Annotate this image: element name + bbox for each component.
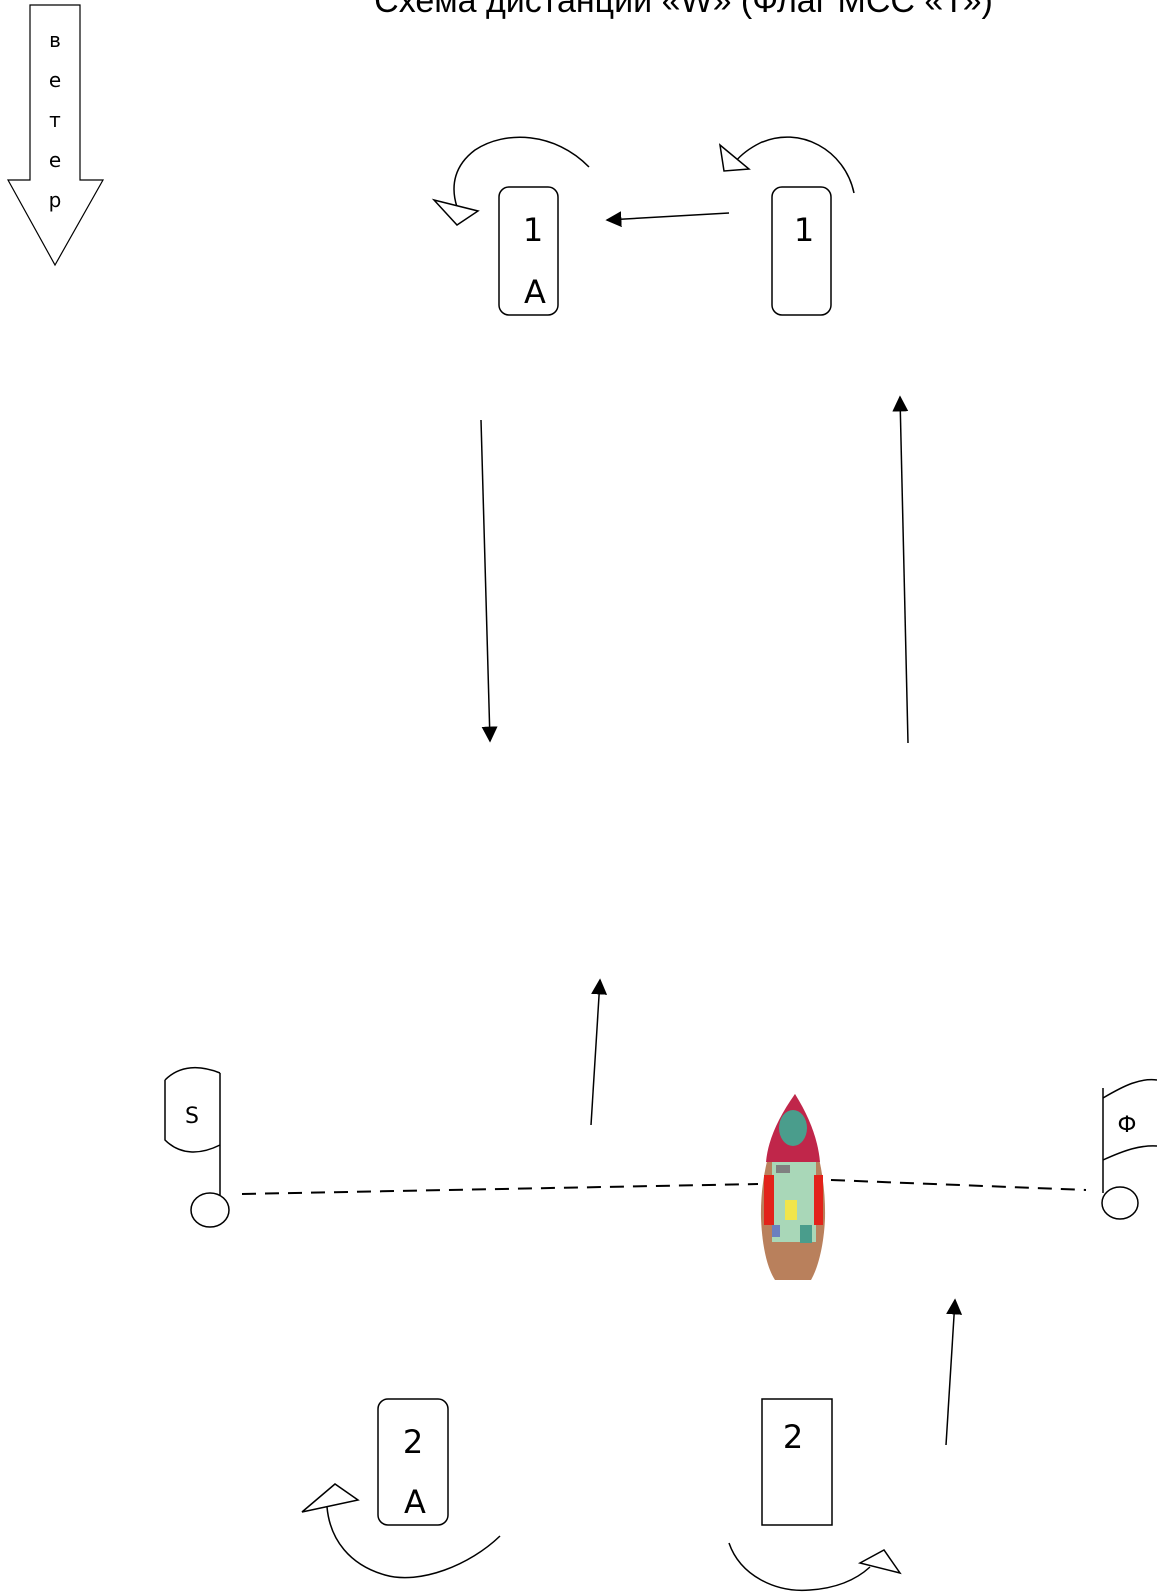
flag-icon [165, 1068, 229, 1227]
wind-letter: т [49, 108, 61, 132]
course-legs [481, 213, 955, 1445]
wind-letter: в [49, 28, 61, 52]
mark-2-number: 2 [783, 1418, 803, 1456]
start-finish-line [242, 1180, 1086, 1194]
leg-arrow-1-to-1a [607, 213, 729, 220]
wind-letter: е [49, 68, 61, 92]
mark-2: 2 [762, 1399, 832, 1525]
wind-letter: е [49, 148, 61, 172]
wind-letter: р [49, 188, 62, 212]
rounding-arrow-mark-1 [720, 137, 854, 193]
leg-arrow-from-mark-2 [946, 1300, 955, 1445]
rounding-arrow-mark-2 [729, 1543, 900, 1590]
finish-flag: Ф [1102, 1080, 1157, 1219]
wind-indicator: в е т е р [8, 5, 103, 265]
mark-1a: 1 А [499, 187, 558, 315]
mark-1-number: 1 [794, 211, 814, 249]
leg-arrow-downwind [481, 420, 490, 741]
mark-2a-number: 2 [403, 1423, 423, 1461]
start-flag: S [165, 1068, 229, 1227]
mark-1a-letter: А [524, 273, 546, 311]
mark-1a-number: 1 [523, 211, 543, 249]
mark-2a-letter: А [404, 1483, 426, 1521]
leg-arrow-from-start [591, 980, 600, 1125]
mark-2a: 2 А [378, 1399, 448, 1525]
sailboat-icon [761, 1094, 825, 1280]
start-flag-label: S [185, 1104, 199, 1129]
mark-1: 1 [772, 187, 831, 315]
finish-flag-label: Ф [1118, 1113, 1137, 1138]
leg-arrow-upwind-right [900, 397, 908, 743]
flag-icon [1102, 1080, 1157, 1219]
